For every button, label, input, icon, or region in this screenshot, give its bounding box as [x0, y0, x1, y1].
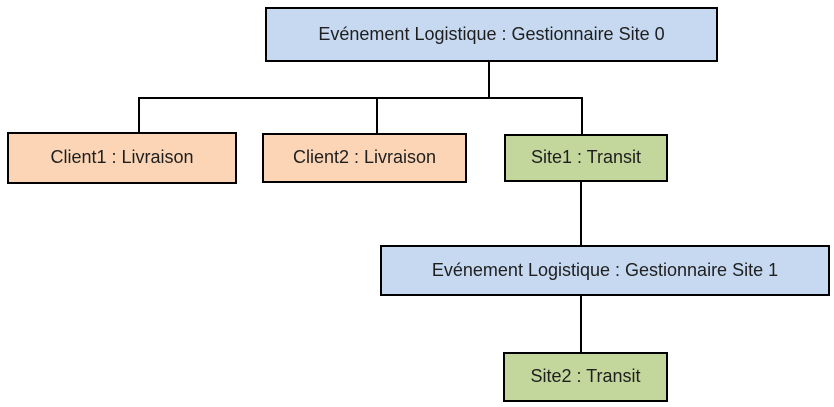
node-site1-label: Site1 : Transit: [530, 147, 642, 168]
edge-gestionnaire1-to-site2: [580, 294, 582, 353]
node-gestionnaire-site-1: Evénement Logistique : Gestionnaire Site…: [380, 245, 830, 296]
edge-bar-to-client2: [376, 97, 378, 134]
node-client2: Client2 : Livraison: [262, 133, 467, 183]
node-site2: Site2 : Transit: [503, 352, 668, 402]
node-gestionnaire-site-0-label: Evénement Logistique : Gestionnaire Site…: [318, 23, 665, 44]
edge-bar-to-client1: [138, 97, 140, 133]
edge-horizontal-bar: [138, 97, 583, 99]
node-gestionnaire-site-1-label: Evénement Logistique : Gestionnaire Site…: [431, 259, 779, 280]
node-site2-label: Site2 : Transit: [530, 366, 641, 387]
edge-bar-to-site1: [581, 97, 583, 135]
node-site1: Site1 : Transit: [504, 134, 668, 182]
node-client1-label: Client1 : Livraison: [50, 147, 194, 168]
node-gestionnaire-site-0: Evénement Logistique : Gestionnaire Site…: [265, 7, 718, 62]
node-client1: Client1 : Livraison: [7, 132, 237, 184]
node-client2-label: Client2 : Livraison: [292, 147, 437, 168]
edge-site1-to-gestionnaire1: [580, 181, 582, 246]
edge-root-to-bar: [488, 60, 490, 98]
